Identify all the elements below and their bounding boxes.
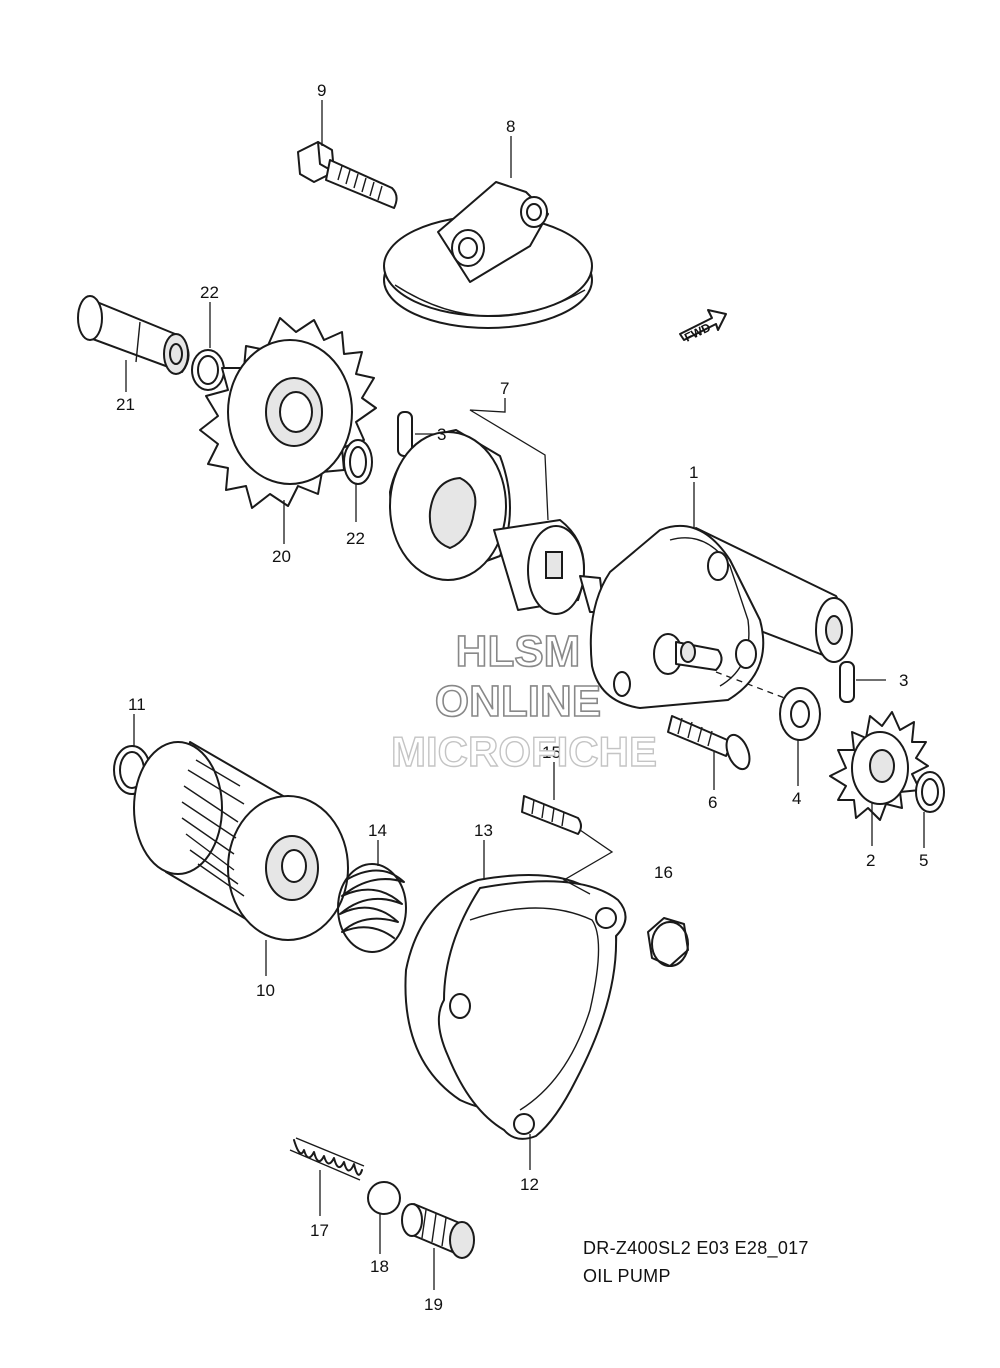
part-2-drive-gear	[829, 711, 929, 821]
callout-leaders	[125, 100, 925, 1290]
watermark-line-1: HLSM	[456, 627, 581, 676]
part-15-pin	[521, 795, 582, 835]
part-8-pump-cap	[383, 181, 593, 329]
callout-18: 18	[370, 1257, 389, 1276]
callout-3-upper: 3	[437, 425, 446, 444]
callout-9: 9	[317, 81, 326, 100]
callout-20: 20	[272, 547, 291, 566]
callout-6: 6	[708, 793, 717, 812]
callout-22-upper: 22	[200, 283, 219, 302]
callout-15: 15	[542, 743, 561, 762]
part-19-relief-plunger	[401, 1203, 475, 1259]
diagram-model-code: DR-Z400SL2 E03 E28_017	[583, 1238, 809, 1258]
part-3-pin-right	[839, 661, 855, 703]
callout-22-lower: 22	[346, 529, 365, 548]
callout-7: 7	[500, 379, 509, 398]
callout-14: 14	[368, 821, 387, 840]
part-5-circlip	[915, 771, 945, 813]
part-14-spring	[337, 863, 407, 953]
callout-8: 8	[506, 117, 515, 136]
watermark-line-2: ONLINE	[435, 677, 601, 726]
part-12-filter-cap	[437, 880, 627, 1140]
part-6-screw	[667, 715, 751, 771]
part-4-washer	[779, 687, 821, 741]
callout-17: 17	[310, 1221, 329, 1240]
callout-3-right: 3	[899, 671, 908, 690]
part-18-ball	[367, 1181, 401, 1215]
callout-21: 21	[116, 395, 135, 414]
part-22-circlip-upper	[191, 349, 225, 391]
callout-13: 13	[474, 821, 493, 840]
callout-numbers: 9 8 22 21 7 3 1 20 22 3 11 15 6 4 14 13 …	[116, 81, 928, 1314]
callout-4: 4	[792, 789, 801, 808]
callout-2: 2	[866, 851, 875, 870]
part-10-oil-filter	[133, 741, 349, 941]
part-20-driven-gear	[199, 317, 377, 509]
callout-1: 1	[689, 463, 698, 482]
part-1-pump-body	[579, 524, 853, 709]
callout-16: 16	[654, 863, 673, 882]
callout-11: 11	[128, 695, 146, 714]
fwd-direction-arrow: FWD	[679, 309, 727, 345]
part-22-circlip-lower	[343, 439, 373, 485]
part-16-plug	[647, 917, 689, 967]
watermark: HLSM ONLINE MICROFICHE	[390, 626, 657, 776]
diagram-title: OIL PUMP	[583, 1266, 671, 1286]
watermark-line-3: MICROFICHE	[391, 728, 657, 775]
callout-12: 12	[520, 1175, 539, 1194]
callout-19: 19	[424, 1295, 443, 1314]
part-17-relief-spring	[289, 1137, 365, 1181]
callout-5: 5	[919, 851, 928, 870]
part-7-rotor-set	[389, 429, 585, 615]
part-21-shaft	[77, 295, 190, 375]
callout-10: 10	[256, 981, 275, 1000]
part-9-bolt	[297, 141, 398, 209]
